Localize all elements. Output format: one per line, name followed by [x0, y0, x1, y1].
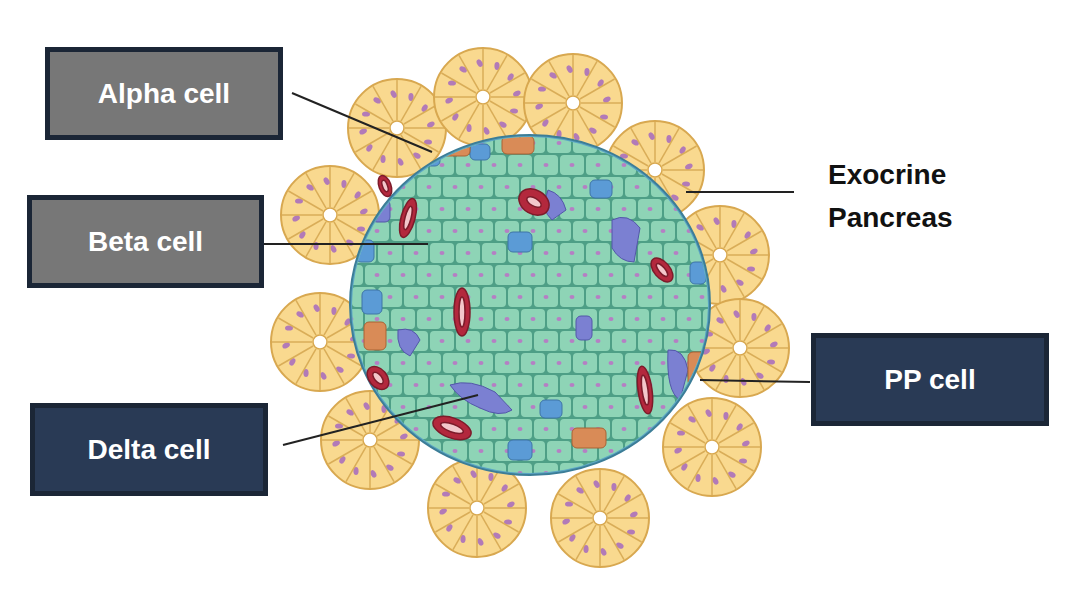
cell-label: Delta cell: [88, 434, 211, 466]
cell-label: PP cell: [884, 364, 975, 396]
cell-label-box: PP cell: [811, 333, 1049, 426]
leader-lines: [264, 93, 810, 445]
acini: [270, 47, 790, 568]
cell-label-box: Alpha cell: [45, 47, 283, 140]
capillaries: [363, 174, 677, 445]
cell-label: Alpha cell: [98, 78, 230, 110]
cell-label: Beta cell: [88, 226, 203, 258]
islet: [350, 135, 710, 475]
region-label: Exocrine Pancreas: [828, 153, 998, 239]
cell-label-box: Delta cell: [30, 403, 268, 496]
cell-label-box: Beta cell: [27, 195, 264, 288]
